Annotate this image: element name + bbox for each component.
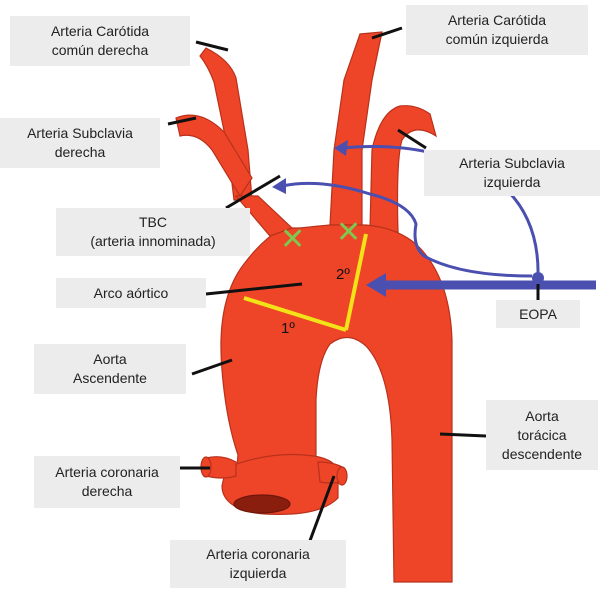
- vessels: [176, 32, 452, 582]
- cut-mark-carotid-cross: ✕: [336, 218, 361, 248]
- label-aorta-desc: Aorta torácica descendente: [486, 400, 598, 470]
- left-coronary-end: [337, 467, 347, 485]
- label-tbc: TBC (arteria innominada): [56, 208, 250, 256]
- label-subclavia-der: Arteria Subclavia derecha: [0, 118, 160, 168]
- label-aorta-asc: Aorta Ascendente: [34, 344, 186, 394]
- leader-aorta-desc: [440, 434, 486, 436]
- label-coronaria-der: Arteria coronaria derecha: [34, 456, 180, 508]
- mark-first: 1º: [281, 320, 295, 337]
- label-subclavia-izq: Arteria Subclavia izquierda: [424, 150, 600, 196]
- leader-carotida-der: [196, 42, 228, 50]
- mark-second: 2º: [336, 266, 350, 283]
- label-carotida-izq: Arteria Carótida común izquierda: [406, 5, 588, 55]
- label-carotida-der: Arteria Carótida común derecha: [10, 16, 190, 66]
- aortic-root-opening: [234, 495, 290, 513]
- label-arco: Arco aórtico: [56, 278, 206, 308]
- label-coronaria-izq: Arteria coronaria izquierda: [170, 540, 346, 588]
- eopa-origin-dot: [532, 272, 544, 284]
- cut-mark-tbc-cross: ✕: [280, 225, 305, 255]
- label-eopa: EOPA: [496, 300, 580, 328]
